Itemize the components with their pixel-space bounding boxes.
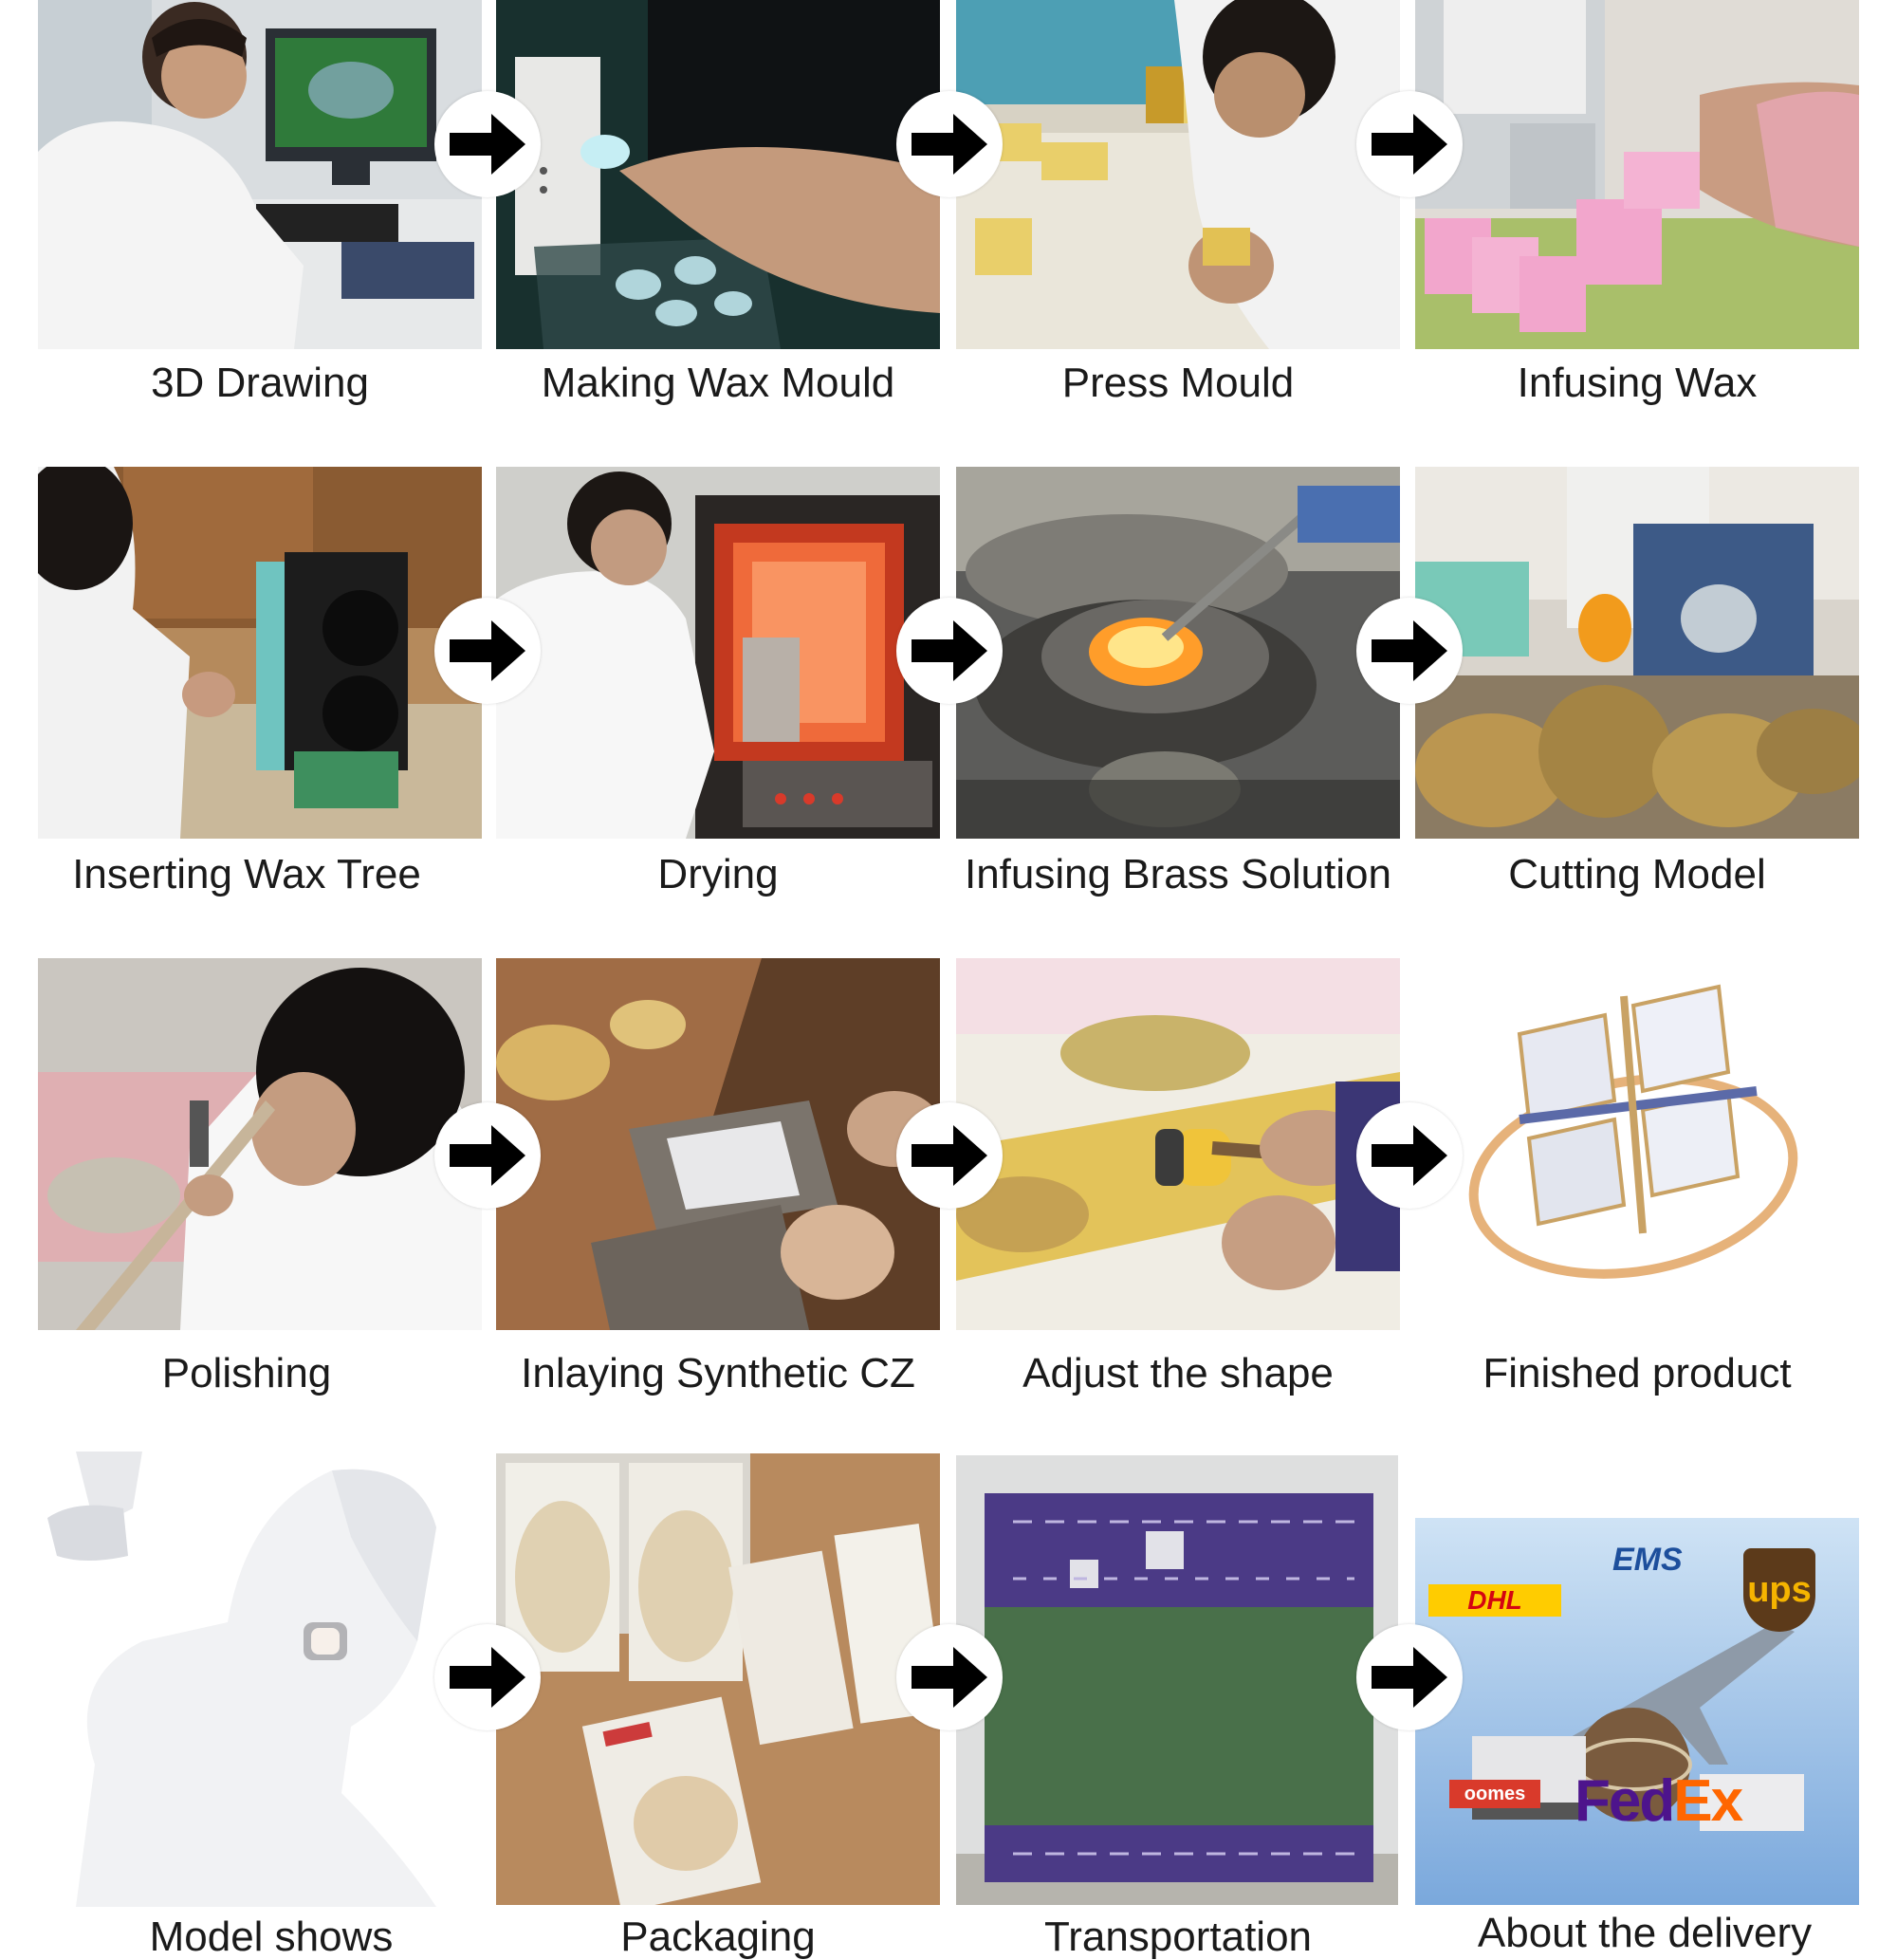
caption-inserting-wax-tree: Inserting Wax Tree: [72, 851, 421, 897]
caption-3d-drawing: 3D Drawing: [151, 360, 369, 406]
caption-infusing-brass-solution: Infusing Brass Solution: [964, 851, 1392, 897]
fedex-logo: FedEx: [1575, 1768, 1743, 1834]
arrow-5-6: [434, 598, 541, 704]
caption-adjust-the-shape: Adjust the shape: [1022, 1350, 1334, 1396]
fedex-logo-fed: Fed: [1575, 1768, 1675, 1834]
arrow-2-3: [896, 91, 1003, 197]
photo-press-mould: [956, 0, 1400, 349]
fedex-logo-ex: Ex: [1673, 1768, 1743, 1834]
arrow-10-11: [896, 1102, 1003, 1209]
photo-infusing-wax: [1415, 0, 1859, 349]
caption-about-the-delivery: About the delivery: [1477, 1910, 1813, 1956]
caption-finished-product: Finished product: [1483, 1350, 1792, 1396]
arrow-right-icon: [1372, 620, 1447, 681]
arrow-right-icon: [450, 1647, 525, 1708]
arrow-1-2: [434, 91, 541, 197]
caption-packaging: Packaging: [620, 1914, 816, 1960]
arrow-6-7: [896, 598, 1003, 704]
caption-press-mould: Press Mould: [1061, 360, 1295, 406]
oomes-logo-text: oomes: [1464, 1783, 1526, 1804]
arrow-right-icon: [912, 1125, 987, 1186]
arrow-right-icon: [1372, 114, 1447, 175]
photo-adjust-the-shape: [956, 958, 1400, 1330]
arrow-right-icon: [450, 114, 525, 175]
photo-drying: [496, 467, 940, 839]
dhl-logo: DHL: [1428, 1584, 1561, 1617]
photo-model-shows: [38, 1452, 482, 1907]
caption-model-shows: Model shows: [149, 1914, 394, 1960]
ems-logo: EMS: [1612, 1542, 1683, 1579]
ups-logo-text: ups: [1747, 1569, 1812, 1610]
arrow-11-12: [1356, 1102, 1463, 1209]
arrow-right-icon: [1372, 1125, 1447, 1186]
arrow-15-16: [1356, 1624, 1463, 1730]
photo-about-the-delivery: [1415, 1518, 1859, 1905]
arrow-right-icon: [912, 114, 987, 175]
caption-infusing-wax: Infusing Wax: [1517, 360, 1758, 406]
arrow-right-icon: [912, 620, 987, 681]
arrow-13-14: [434, 1624, 541, 1730]
photo-3d-drawing: [38, 0, 482, 349]
caption-making-wax-mould: Making Wax Mould: [541, 360, 895, 406]
ems-logo-text: EMS: [1612, 1542, 1683, 1578]
photo-transportation: [956, 1455, 1398, 1905]
caption-transportation: Transportation: [1043, 1914, 1313, 1960]
ups-logo: ups: [1743, 1548, 1815, 1632]
caption-polishing: Polishing: [161, 1350, 332, 1396]
arrow-right-icon: [1372, 1647, 1447, 1708]
photo-infusing-brass-solution: [956, 467, 1400, 839]
caption-cutting-model: Cutting Model: [1508, 851, 1766, 897]
photo-finished-product: [1415, 958, 1859, 1330]
photo-packaging: [496, 1453, 940, 1905]
arrow-3-4: [1356, 91, 1463, 197]
arrow-14-15: [896, 1624, 1003, 1730]
photo-cutting-model: [1415, 467, 1859, 839]
arrow-right-icon: [450, 1125, 525, 1186]
caption-drying: Drying: [657, 851, 779, 897]
dhl-logo-text: DHL: [1467, 1585, 1522, 1615]
photo-polishing: [38, 958, 482, 1330]
photo-making-wax-mould: [496, 0, 940, 349]
arrow-7-8: [1356, 598, 1463, 704]
photo-inlaying-synthetic-cz: [496, 958, 940, 1330]
arrow-9-10: [434, 1102, 541, 1209]
arrow-right-icon: [450, 620, 525, 681]
arrow-right-icon: [912, 1647, 987, 1708]
caption-inlaying-synthetic-cz: Inlaying Synthetic CZ: [521, 1350, 915, 1396]
photo-inserting-wax-tree: [38, 467, 482, 839]
oomes-logo: oomes: [1449, 1780, 1540, 1808]
